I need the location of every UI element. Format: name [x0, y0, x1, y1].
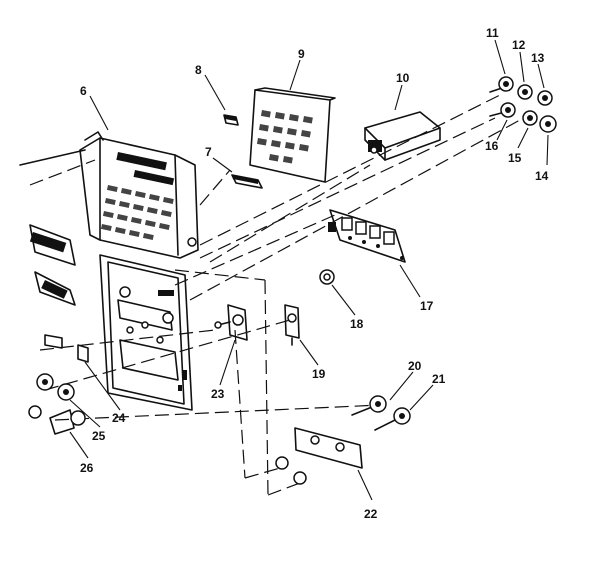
callout-16: 16 — [485, 139, 499, 153]
callout-7: 7 — [205, 145, 212, 159]
parts-20-22-mounting — [275, 395, 411, 485]
callout-8: 8 — [195, 63, 202, 77]
callout-20: 20 — [408, 359, 422, 373]
part-6-grille-cover — [79, 131, 199, 259]
part-18-nut — [319, 269, 335, 285]
callout-17: 17 — [420, 299, 434, 313]
callout-12: 12 — [512, 38, 526, 52]
part-9-button-board — [249, 87, 336, 183]
parts-24-26-knobs — [28, 344, 89, 435]
part-23-switch — [214, 304, 248, 341]
callout-11: 11 — [486, 26, 499, 40]
callout-14: 14 — [535, 169, 549, 183]
callout-19: 19 — [312, 367, 326, 381]
callout-9: 9 — [298, 47, 305, 61]
left-side-parts — [19, 149, 86, 349]
leader-lines — [69, 39, 549, 501]
callout-6: 6 — [80, 84, 87, 98]
callout-10: 10 — [396, 71, 410, 85]
part-19-bracket — [284, 304, 300, 346]
callout-26: 26 — [80, 461, 94, 475]
part-10-pcb — [364, 111, 441, 161]
callout-23: 23 — [211, 387, 225, 401]
callout-15: 15 — [508, 151, 522, 165]
assembly-lines — [29, 94, 521, 496]
callout-25: 25 — [92, 429, 106, 443]
part-8-pad — [223, 114, 239, 126]
part-17-jack-board — [328, 209, 406, 263]
callout-21: 21 — [432, 372, 446, 386]
callout-22: 22 — [364, 507, 378, 521]
front-panel-frame — [99, 254, 193, 411]
callout-13: 13 — [531, 51, 545, 65]
parts-11-16-knobs — [489, 76, 557, 133]
callout-24: 24 — [112, 411, 126, 425]
part-7-pad — [231, 174, 263, 189]
callout-labels: 6 7 8 9 10 11 12 13 14 15 16 17 18 19 20… — [80, 26, 549, 521]
callout-18: 18 — [350, 317, 364, 331]
